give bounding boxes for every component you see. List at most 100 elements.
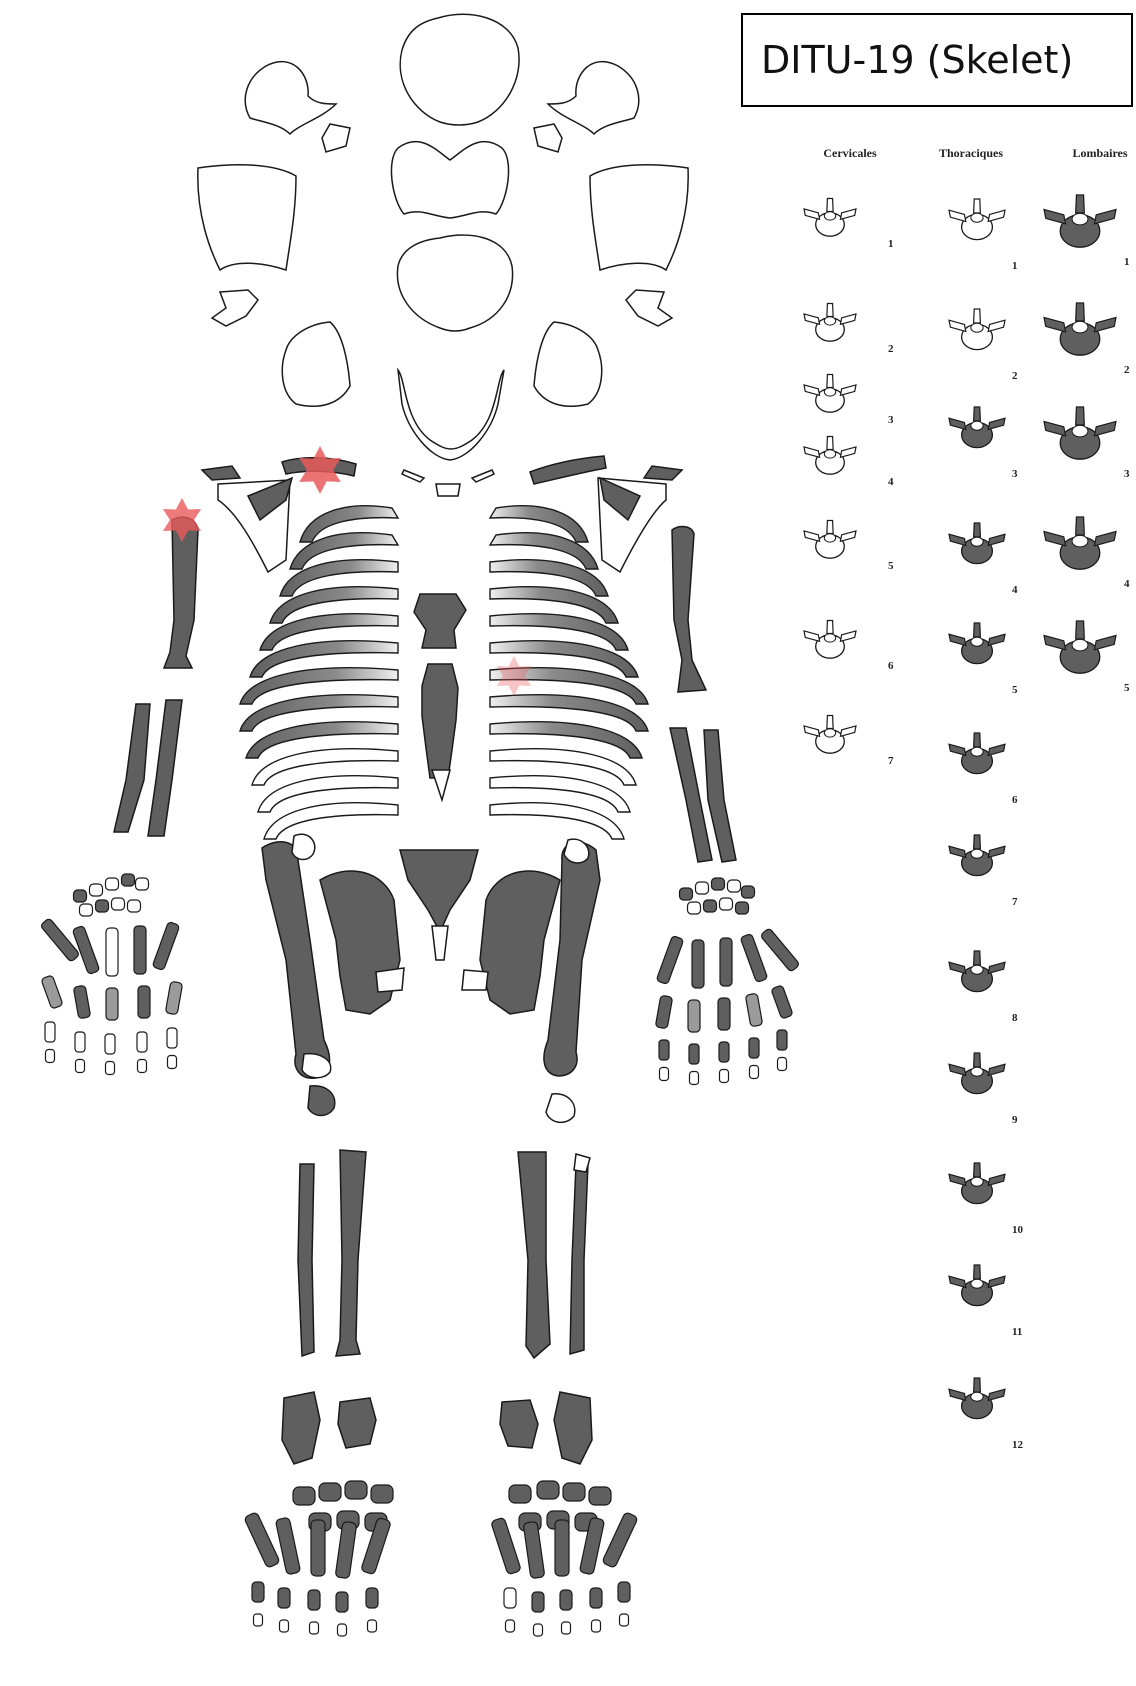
- distal-phalanx: [720, 1070, 729, 1083]
- lumbar-vertebra: [1044, 621, 1116, 673]
- right-zygomatic: [534, 124, 562, 152]
- proximal-phalanx: [655, 995, 672, 1029]
- right-mandible-half: [534, 322, 602, 406]
- carpal-bone: [74, 890, 87, 902]
- tarsal-bone: [537, 1481, 559, 1499]
- left-radius: [114, 704, 150, 832]
- thoracic-vertebra: [949, 199, 1005, 240]
- thoracic-vertebra: [949, 733, 1005, 774]
- proximal-phalanx: [618, 1582, 630, 1602]
- thoracic-vertebra: [949, 1053, 1005, 1094]
- carpal-bone: [80, 904, 93, 916]
- left-femoral-head: [292, 834, 315, 859]
- proximal-phalanx: [252, 1582, 264, 1602]
- tarsal-bone: [589, 1487, 611, 1505]
- carpal-bone: [728, 880, 741, 892]
- cervical-vertebra: [804, 199, 856, 237]
- lumbar-vertebra: [1044, 195, 1116, 247]
- right-coracoid: [644, 466, 682, 480]
- left-ulna: [148, 700, 182, 836]
- shoulder-girdle: [202, 456, 682, 572]
- occipital-bone: [400, 14, 519, 125]
- thoracic-vertebra: [949, 309, 1005, 350]
- proximal-phalanx: [165, 981, 182, 1015]
- metatarsal: [244, 1512, 280, 1569]
- distal-phalanx: [280, 1620, 289, 1632]
- right-talus: [500, 1400, 538, 1448]
- left-tibia: [336, 1150, 366, 1356]
- left-ilium: [320, 871, 400, 1014]
- proximal-phalanx: [278, 1588, 290, 1608]
- thoracic-vertebra: [949, 623, 1005, 664]
- carpal-bone: [696, 882, 709, 894]
- left-rib: [264, 803, 398, 839]
- middle-phalanx: [75, 1032, 85, 1052]
- pelvis: [320, 850, 560, 1014]
- carpal-bone: [112, 898, 125, 910]
- carpal-bone: [136, 878, 149, 890]
- hand-bones: [40, 874, 800, 1085]
- right-ilium: [480, 871, 560, 1014]
- left-zygomatic: [322, 124, 350, 152]
- right-parietal-bone: [590, 165, 688, 270]
- left-parietal-bone: [198, 165, 296, 270]
- left-femur: [262, 842, 330, 1078]
- left-patella: [308, 1086, 335, 1116]
- cervical-vertebra: [804, 621, 856, 659]
- cervical-vertebra: [804, 716, 856, 754]
- metatarsal: [275, 1517, 300, 1575]
- proximal-phalanx: [532, 1592, 544, 1612]
- middle-phalanx: [137, 1032, 147, 1052]
- left-talus: [338, 1398, 376, 1448]
- xiphoid: [432, 770, 450, 800]
- right-rib: [490, 803, 624, 839]
- right-pubis: [462, 970, 488, 990]
- middle-phalanx: [749, 1038, 759, 1058]
- tarsal-bone: [563, 1483, 585, 1501]
- frontal-bone: [397, 235, 512, 331]
- proximal-phalanx: [336, 1592, 348, 1612]
- left-mandible-half: [282, 322, 350, 406]
- carpal-bone: [106, 878, 119, 890]
- middle-phalanx: [659, 1040, 669, 1060]
- proximal-phalanx: [138, 986, 150, 1018]
- distal-phalanx: [660, 1068, 669, 1081]
- proximal-phalanx: [308, 1590, 320, 1610]
- proximal-phalanx: [560, 1590, 572, 1610]
- right-patella: [546, 1094, 575, 1123]
- vertebral-column-chart: [804, 195, 1116, 1419]
- metacarpal: [760, 928, 800, 972]
- metatarsal: [523, 1521, 545, 1578]
- lumbar-vertebra: [1044, 407, 1116, 459]
- proximal-phalanx: [366, 1588, 378, 1608]
- distal-phalanx: [338, 1624, 347, 1636]
- left-coracoid: [202, 466, 240, 480]
- carpal-bone: [736, 902, 749, 914]
- middle-phalanx: [689, 1044, 699, 1064]
- thoracic-vertebra: [949, 1378, 1005, 1419]
- left-temporal-bone: [245, 62, 336, 134]
- distal-phalanx: [310, 1622, 319, 1634]
- coccyx: [432, 926, 448, 960]
- proximal-phalanx: [106, 988, 118, 1020]
- proximal-phalanx: [771, 985, 793, 1019]
- proximal-phalanx: [745, 993, 762, 1027]
- distal-phalanx: [76, 1060, 85, 1073]
- distal-phalanx: [46, 1050, 55, 1063]
- left-calcaneus: [282, 1392, 320, 1464]
- thoracic-vertebra: [949, 835, 1005, 876]
- distal-phalanx: [592, 1620, 601, 1632]
- metacarpal: [692, 940, 704, 988]
- proximal-phalanx: [504, 1588, 516, 1608]
- metacarpal: [720, 938, 732, 986]
- carpal-bone: [128, 900, 141, 912]
- metacarpal: [40, 918, 80, 962]
- distal-phalanx: [690, 1072, 699, 1085]
- proximal-phalanx: [688, 1000, 700, 1032]
- carpal-bone: [704, 900, 717, 912]
- hyoid-left: [402, 470, 424, 482]
- cervical-vertebra: [804, 437, 856, 475]
- carpal-bone: [122, 874, 135, 886]
- metacarpal: [656, 935, 684, 984]
